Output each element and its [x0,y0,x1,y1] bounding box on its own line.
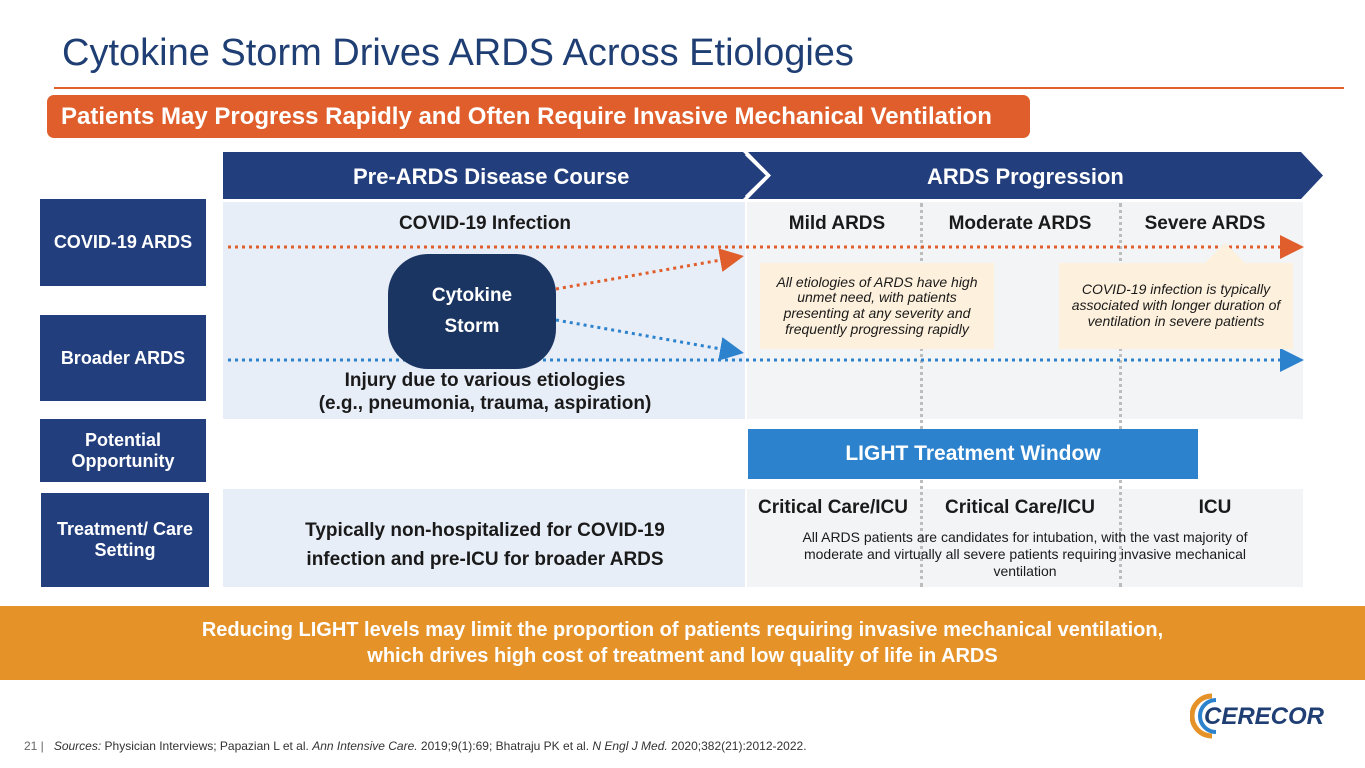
unmet-need-note: All etiologies of ARDS have high unmet n… [760,263,994,349]
mild-ards-label: Mild ARDS [788,213,886,234]
logo-swoosh-blue [1198,698,1217,734]
moderate-care-setting: Critical Care/ICU [945,497,1095,518]
cerecor-logo: CERECOR [1190,693,1325,739]
row-label-covid-ards: COVID-19 ARDS [40,199,206,286]
ards-progression-arrow [748,152,1323,199]
page-number: 21 | [24,739,44,753]
cytokine-storm-line2: Storm [444,315,500,337]
pre-ards-arrow [223,152,768,199]
sources-text-1: Physician Interviews; Papazian L et al. [101,739,313,753]
pre-ards-setting-text: Typically non-hospitalized for COVID-19 … [255,516,715,575]
phase-label-pre: Pre-ARDS Disease Course [353,164,630,189]
treatment-pre-panel [223,489,745,587]
light-treatment-window: LIGHT Treatment Window [748,429,1198,479]
pre-setting-line1: Typically non-hospitalized for COVID-19 [305,520,665,541]
treatment-ards-panel [747,489,1303,587]
phase-arrow-bar [223,152,1323,199]
row-label-treatment-setting: Treatment/ Care Setting [41,493,209,587]
sources-text-3: 2020;382(21):2012-2022. [667,739,807,753]
injury-etiologies-text: Injury due to various etiologies (e.g., … [260,370,710,416]
title-divider [54,87,1344,89]
covid-duration-note: COVID-19 infection is typically associat… [1059,263,1293,349]
storm-to-broader-arrow [555,318,744,361]
note-pointer [1205,243,1245,263]
chevron-separator [744,152,771,199]
footer-sources: 21 | Sources: Physician Interviews; Papa… [24,739,807,753]
phase-label-ards: ARDS Progression [927,164,1124,189]
journal-1: Ann Intensive Care. [312,739,418,753]
row-label-broader-ards: Broader ARDS [40,315,206,401]
sources-label: Sources: [53,739,102,753]
injury-line2: (e.g., pneumonia, trauma, aspiration) [318,392,652,414]
covid-infection-label: COVID-19 Infection [398,213,572,234]
intubation-note: All ARDS patients are candidates for int… [802,529,1248,579]
severe-ards-label: Severe ARDS [1144,213,1266,234]
moderate-ards-label: Moderate ARDS [948,213,1092,234]
conclusion-banner: Reducing LIGHT levels may limit the prop… [0,606,1365,680]
moderate-severe-divider [1119,203,1122,587]
logo-wordmark: CERECOR [1204,703,1325,730]
journal-2: N Engl J Med. [592,739,668,753]
pre-setting-line2: infection and pre-ICU for broader ARDS [306,549,664,571]
conclusion-line2: which drives high cost of treatment and … [367,645,998,667]
conclusion-line1: Reducing LIGHT levels may limit the prop… [201,619,1164,641]
logo-swoosh-orange [1190,693,1213,739]
row-label-potential-opportunity: Potential Opportunity [40,419,206,482]
subtitle-banner: Patients May Progress Rapidly and Often … [47,95,1030,138]
sources-text-2: 2019;9(1):69; Bhatraju PK et al. [417,739,593,753]
cytokine-storm-line1: Cytokine [431,285,513,307]
mild-care-setting: Critical Care/ICU [758,497,908,518]
injury-line1: Injury due to various etiologies [344,370,626,391]
severe-care-setting: ICU [1198,497,1232,518]
storm-to-covid-arrow [555,248,744,291]
cytokine-storm-node: Cytokine Storm [388,254,556,369]
mild-moderate-divider [920,203,923,587]
page-title: Cytokine Storm Drives ARDS Across Etiolo… [62,32,854,74]
